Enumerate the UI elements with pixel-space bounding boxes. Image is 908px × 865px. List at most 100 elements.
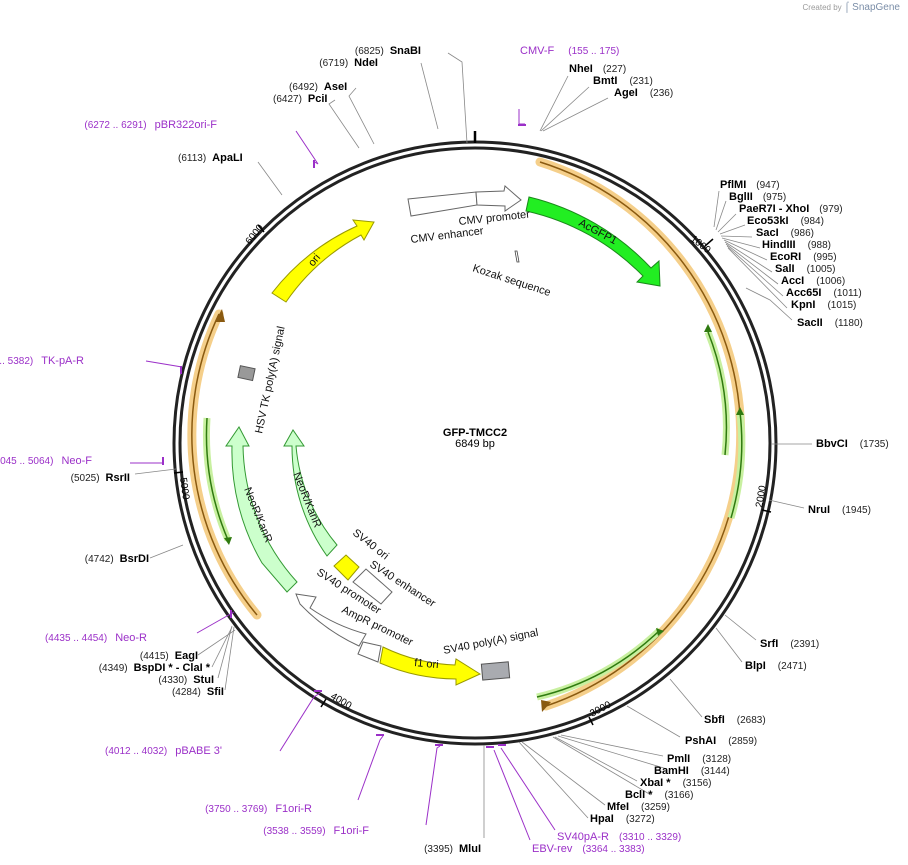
credit-prefix: Created by bbox=[802, 3, 842, 12]
site-name: SacII bbox=[797, 317, 823, 329]
site-position: (3156) bbox=[683, 778, 712, 789]
primer-position: (3538 .. 3559) bbox=[263, 826, 325, 837]
site-position: (1735) bbox=[860, 439, 889, 450]
site-name: NdeI bbox=[354, 57, 378, 69]
site-acc65i: Acc65I(1011) bbox=[786, 287, 862, 299]
site-position: (1180) bbox=[835, 318, 863, 329]
site-eagi: (4415)EagI bbox=[140, 650, 198, 662]
site-name: PaeR7I - XhoI bbox=[739, 203, 809, 215]
site-bmti: BmtI(231) bbox=[593, 75, 653, 87]
site-ndei: (6719)NdeI bbox=[319, 57, 378, 69]
primer-name: F1ori-R bbox=[275, 803, 312, 815]
site-srfi: SrfI(2391) bbox=[760, 638, 819, 650]
site-rsrii: (5025) RsrII bbox=[71, 472, 130, 484]
primer-name: EBV-rev bbox=[532, 843, 573, 855]
site-sali: SalI(1005) bbox=[775, 263, 835, 275]
site-apali: (6113)ApaLI bbox=[178, 152, 243, 164]
site-position: (986) bbox=[791, 228, 814, 239]
site-pcii: (6427) PciI bbox=[273, 93, 327, 105]
feature-label-cmv-enhancer: CMV enhancer bbox=[410, 225, 485, 246]
site-position: (4330) bbox=[158, 675, 187, 686]
primer-name: pBABE 3' bbox=[175, 745, 222, 757]
site-blpi: BlpI(2471) bbox=[745, 660, 807, 672]
primer-tk-pa-r: (5363 .. 5382)TK-pA-R bbox=[0, 355, 84, 367]
site-position: (227) bbox=[603, 64, 626, 75]
site-position: (4415) bbox=[140, 651, 169, 662]
site-pflmi: PflMI (947) bbox=[720, 179, 780, 191]
site-nrui: NruI(1945) bbox=[808, 504, 871, 516]
site-name: SnaBI bbox=[390, 45, 421, 57]
site-pshai: PshAI(2859) bbox=[685, 735, 757, 747]
primer-name: Neo-F bbox=[61, 455, 92, 467]
site-name: BbvCI bbox=[816, 438, 848, 450]
site-name: SrfI bbox=[760, 638, 778, 650]
site-ecori: EcoRI(995) bbox=[770, 251, 837, 263]
site-name: BglII bbox=[729, 191, 753, 203]
credit-brand: SnapGene bbox=[852, 2, 900, 13]
site-position: (995) bbox=[813, 252, 836, 263]
site-name: HpaI bbox=[590, 813, 614, 825]
site-position: (3144) bbox=[701, 766, 730, 777]
site-name: XbaI * bbox=[640, 777, 671, 789]
site-name: StuI bbox=[193, 674, 214, 686]
primer-neo-f: (5045 .. 5064)Neo-F bbox=[0, 455, 92, 467]
primer-marks bbox=[162, 124, 526, 748]
site-name: PflMI bbox=[720, 179, 746, 191]
site-position: (4349) bbox=[99, 663, 128, 674]
primer-position: (4435 .. 4454) bbox=[45, 633, 107, 644]
site-name: NheI bbox=[569, 63, 593, 75]
site-position: (6113) bbox=[178, 153, 206, 164]
snapgene-credit: Created by ⌠ SnapGene bbox=[803, 2, 900, 13]
site-name: SacI bbox=[756, 227, 779, 239]
site-paer7i-xhoi: PaeR7I - XhoI(979) bbox=[739, 203, 843, 215]
site-name: NruI bbox=[808, 504, 830, 516]
restriction-site-labels: (6825)SnaBI (6719)NdeI (6492) AseI (6427)… bbox=[71, 45, 889, 855]
snapgene-logo-icon: ⌠ bbox=[843, 2, 850, 13]
site-bcli: BclI *(3166) bbox=[625, 789, 693, 801]
site-position: (5025) bbox=[71, 473, 100, 484]
site-name: PciI bbox=[308, 93, 328, 105]
primer-pbr322ori-f: (6272 .. 6291)pBR322ori-F bbox=[84, 119, 217, 131]
primer-position: (6272 .. 6291) bbox=[84, 120, 146, 131]
site-xbai: XbaI * (3156) bbox=[640, 777, 711, 789]
site-position: (3272) bbox=[626, 814, 655, 825]
site-position: (3259) bbox=[641, 802, 670, 813]
plasmid-length: 6849 bp bbox=[455, 438, 495, 450]
site-position: (6492) bbox=[289, 82, 318, 93]
site-hindiii: HindIII(988) bbox=[762, 239, 831, 251]
primer-name: Neo-R bbox=[115, 632, 147, 644]
site-name: Acc65I bbox=[786, 287, 821, 299]
feature-label-sv40-polya: SV40 poly(A) signal bbox=[442, 627, 539, 657]
site-sacii: SacII (1180) bbox=[797, 317, 863, 329]
site-position: (975) bbox=[763, 192, 786, 203]
site-name: PshAI bbox=[685, 735, 716, 747]
site-kpni: KpnI(1015) bbox=[791, 299, 856, 311]
primer-sv40pa-r: SV40pA-R(3310 .. 3329) bbox=[557, 831, 681, 843]
feature-label-cmv-promoter: CMV promoter bbox=[458, 209, 531, 228]
site-sfii: (4284)SfiI bbox=[172, 686, 224, 698]
primer-name: TK-pA-R bbox=[41, 355, 84, 367]
site-name: SalI bbox=[775, 263, 795, 275]
site-name: AseI bbox=[324, 81, 347, 93]
site-name: RsrII bbox=[106, 472, 130, 484]
tick-label: 2000 bbox=[754, 484, 769, 508]
primer-f1ori-r: (3750 .. 3769)F1ori-R bbox=[205, 803, 312, 815]
site-position: (3128) bbox=[702, 754, 731, 765]
site-pmli: PmlI(3128) bbox=[667, 753, 731, 765]
site-position: (988) bbox=[808, 240, 831, 251]
site-bspdi-clai: (4349)BspDI * - ClaI * bbox=[99, 662, 211, 674]
primer-name: SV40pA-R bbox=[557, 831, 609, 843]
site-position: (947) bbox=[756, 180, 779, 191]
site-name: BclI * bbox=[625, 789, 653, 801]
site-snabi: (6825)SnaBI bbox=[355, 45, 421, 57]
site-position: (6427) bbox=[273, 94, 302, 105]
site-name: BmtI bbox=[593, 75, 617, 87]
site-name: BamHI bbox=[654, 765, 689, 777]
site-acci: AccI(1006) bbox=[781, 275, 845, 287]
site-sbfi: SbfI(2683) bbox=[704, 714, 766, 726]
site-mfei: MfeI(3259) bbox=[607, 801, 670, 813]
primer-labels: CMV-F(155 .. 175) (6272 .. 6291)pBR322or… bbox=[0, 45, 681, 855]
tick-label: 5000 bbox=[177, 477, 191, 501]
feature-label-f1-ori: f1 ori bbox=[414, 657, 439, 671]
site-position: (984) bbox=[801, 216, 824, 227]
